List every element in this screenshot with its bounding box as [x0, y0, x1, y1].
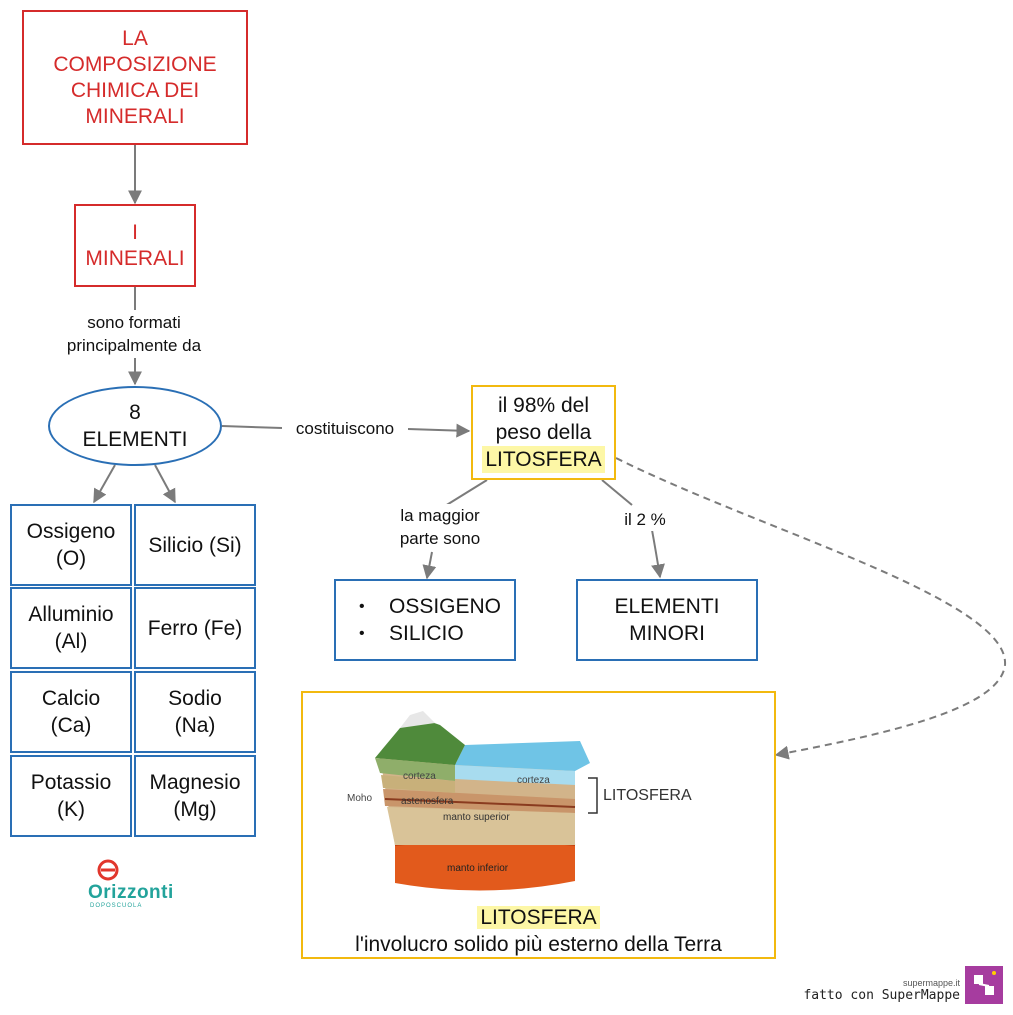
major-elements-box[interactable]: OSSIGENO SILICIO	[334, 579, 516, 661]
elements-node[interactable]: 8 ELEMENTI	[48, 386, 222, 466]
caption-title: LITOSFERA	[477, 906, 600, 929]
logo-brand: Orizzonti	[88, 882, 174, 903]
orizzonti-logo: Orizzonti DOPOSCUOLA	[84, 858, 188, 914]
element-name: Calcio	[41, 687, 101, 710]
link-label-major: la maggior parte sono	[370, 504, 510, 550]
link-label-formed: sono formati principalmente da	[44, 311, 224, 357]
minor-line-1: ELEMENTI	[614, 595, 720, 618]
figure-label-moho: Moho	[347, 793, 372, 804]
title-line-2: COMPOSIZIONE	[53, 52, 217, 76]
footer-site[interactable]: supermappe.it	[902, 978, 960, 988]
footer-made-with[interactable]: fatto con SuperMappe	[803, 988, 960, 1003]
link-major-line-2: parte sono	[399, 529, 481, 548]
title-box[interactable]: LA COMPOSIZIONE CHIMICA DEI MINERALI	[22, 10, 248, 145]
connector-major-box	[422, 551, 437, 580]
minor-line-2: MINORI	[629, 622, 705, 645]
link-formed-line-2: principalmente da	[66, 336, 202, 355]
element-symbol: (Al)	[54, 630, 88, 653]
elements-label: ELEMENTI	[82, 428, 188, 451]
element-name: Sodio	[168, 687, 222, 710]
title-line-1: LA	[122, 26, 148, 50]
element-name: Alluminio	[28, 603, 114, 626]
element-name: Ossigeno	[26, 520, 116, 543]
element-cell[interactable]: Calcio (Ca)	[10, 671, 132, 753]
figure-label-corteza-left: corteza	[403, 771, 436, 782]
minerali-line-1: I	[132, 220, 138, 244]
percent-box[interactable]: il 98% del peso della LITOSFERA	[471, 385, 616, 480]
connector-percent-major	[444, 479, 488, 507]
link-formed-line-1: sono formati	[87, 313, 181, 332]
title-line-4: MINERALI	[85, 104, 185, 128]
element-symbol: (K)	[57, 798, 85, 821]
link-major-line-1: la maggior	[400, 506, 480, 525]
connector-elements-left	[93, 464, 116, 504]
element-cell[interactable]: Alluminio (Al)	[10, 587, 132, 669]
figure-label-manto-superior: manto superior	[443, 812, 510, 823]
connector-percent-minor	[601, 479, 633, 506]
element-cell[interactable]: Sodio (Na)	[134, 671, 256, 753]
element-cell[interactable]: Ferro (Fe)	[134, 587, 256, 669]
minerali-box[interactable]: I MINERALI	[74, 204, 196, 287]
lithosphere-panel[interactable]: corteza corteza Moho astenosfera manto s…	[301, 691, 776, 959]
title-line-3: CHIMICA DEI	[70, 78, 200, 102]
percent-line-2: peso della	[495, 421, 592, 444]
connector-elements-constitute	[221, 425, 283, 429]
link-label-constitute: costituiscono	[282, 417, 408, 440]
figure-label-corteza-right: corteza	[517, 775, 550, 786]
element-cell[interactable]: Ossigeno (O)	[10, 504, 132, 586]
element-symbol: (Ca)	[50, 714, 92, 737]
minor-elements-box[interactable]: ELEMENTI MINORI	[576, 579, 758, 661]
supermappe-logo-icon[interactable]	[965, 966, 1003, 1004]
link-label-minor: il 2 %	[612, 508, 678, 531]
logo-mark-icon	[97, 859, 119, 881]
percent-highlight: LITOSFERA	[482, 446, 605, 473]
list-item: OSSIGENO	[349, 593, 501, 620]
connector-elements-right	[154, 464, 176, 504]
element-symbol: (Na)	[174, 714, 216, 737]
connector-constitute-percent	[407, 423, 471, 438]
element-name: Silicio (Si)	[148, 533, 242, 557]
connector-dashed	[615, 457, 1007, 760]
element-cell[interactable]: Silicio (Si)	[134, 504, 256, 586]
list-item: SILICIO	[349, 620, 501, 647]
elements-count: 8	[129, 401, 141, 424]
figure-label-litosfera: LITOSFERA	[603, 787, 692, 804]
lithosphere-caption: LITOSFERA l'involucro solido più esterno…	[303, 904, 774, 958]
element-symbol: (O)	[55, 547, 87, 570]
element-cell[interactable]: Potassio (K)	[10, 755, 132, 837]
element-name: Potassio	[30, 771, 112, 794]
element-cell[interactable]: Magnesio (Mg)	[134, 755, 256, 837]
lithosphere-figure: corteza corteza Moho astenosfera manto s…	[347, 711, 692, 891]
connector-minor-box	[651, 529, 665, 579]
element-symbol: (Mg)	[173, 798, 217, 821]
figure-label-manto-inferior: manto inferior	[447, 863, 509, 874]
minerali-line-2: MINERALI	[85, 246, 185, 270]
caption-text: l'involucro solido più esterno della Ter…	[355, 933, 722, 956]
element-name: Magnesio	[149, 771, 241, 794]
element-name: Ferro (Fe)	[147, 616, 243, 640]
major-elements-list: OSSIGENO SILICIO	[349, 593, 501, 647]
logo-sub: DOPOSCUOLA	[90, 903, 143, 909]
figure-label-astenosfera: astenosfera	[401, 796, 454, 807]
percent-line-1: il 98% del	[497, 394, 590, 417]
